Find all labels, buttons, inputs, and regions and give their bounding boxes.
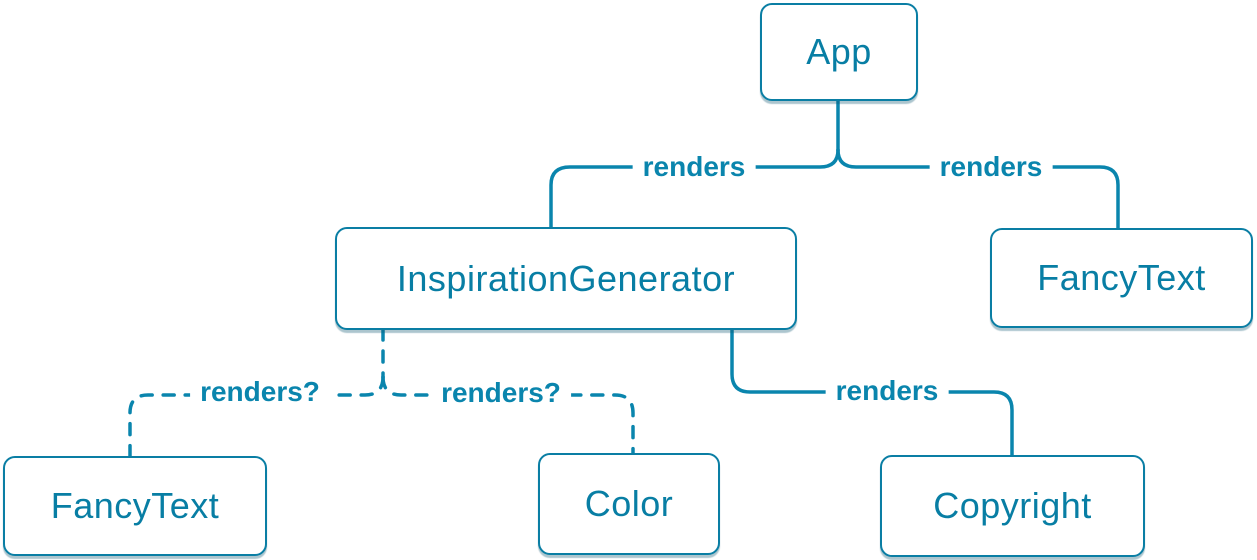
node-inspiration-generator: InspirationGenerator [335, 227, 797, 330]
node-fancytext-top: FancyText [990, 228, 1253, 328]
edge-inspirationgenerator-color-dashed [381, 375, 635, 456]
edge-inspirationgenerator-fancytext-dashed [128, 375, 385, 459]
node-color: Color [538, 453, 720, 555]
node-fancytext-bottom: FancyText [3, 456, 267, 556]
node-copyright-label: Copyright [933, 485, 1092, 526]
edge-label-renders-app-fancytext: renders [929, 151, 1053, 183]
node-fancytext-top-label: FancyText [1037, 257, 1206, 298]
edge-label-renders-app-inspirationgenerator: renders [632, 151, 756, 183]
node-copyright: Copyright [880, 455, 1145, 557]
node-app: App [760, 3, 918, 101]
node-fancytext-bottom-label: FancyText [50, 485, 220, 526]
node-inspiration-generator-label: InspirationGenerator [396, 257, 736, 299]
edge-app-inspirationgenerator [549, 148, 840, 230]
edge-label-renders-question-color: renders? [431, 377, 571, 409]
node-app-label: App [806, 31, 872, 72]
edge-label-renders-copyright: renders [825, 375, 949, 407]
node-color-label: Color [584, 483, 674, 524]
edge-app-fancytext [836, 148, 1120, 231]
edge-label-renders-question-fancytext: renders? [190, 376, 330, 408]
